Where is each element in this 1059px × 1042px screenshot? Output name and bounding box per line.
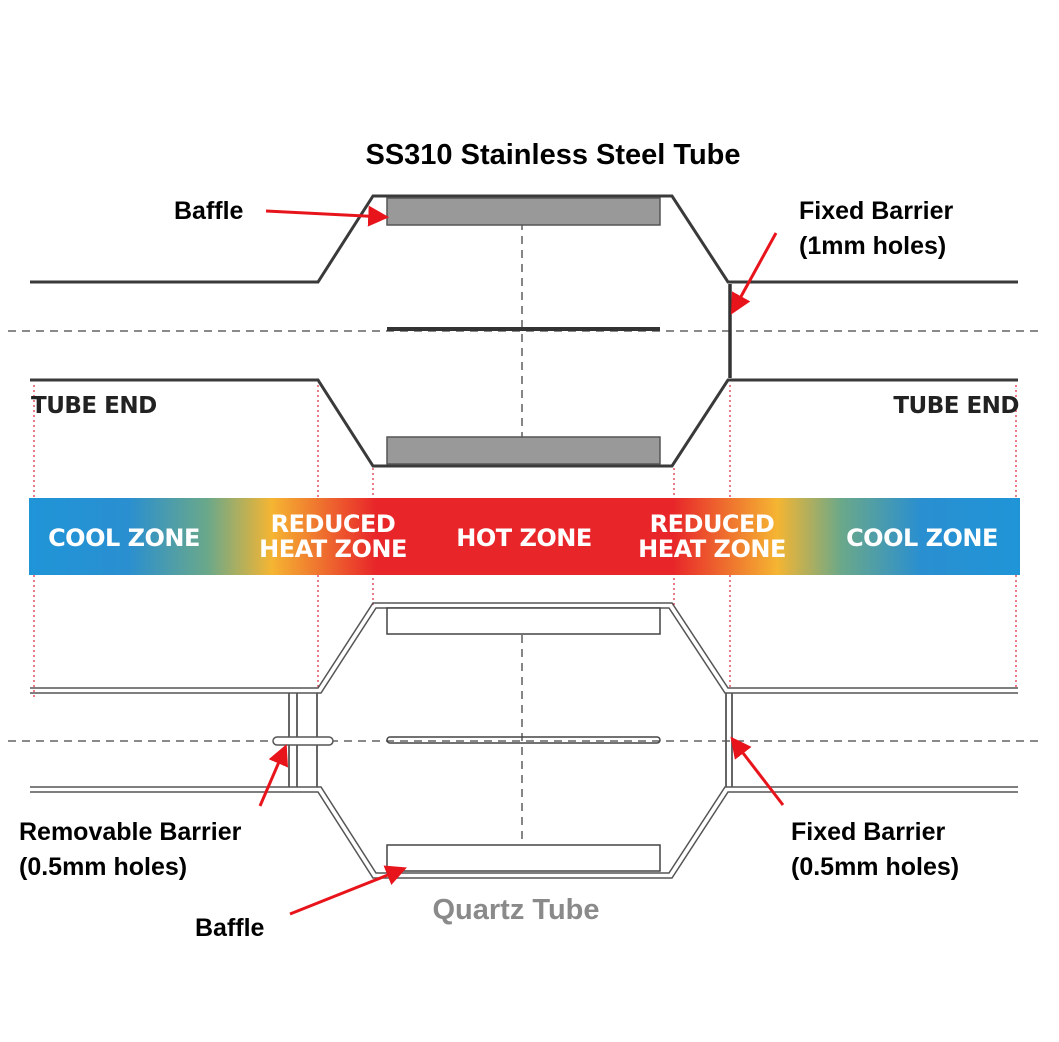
reduced-zone-right-label-line2: HEAT ZONE (638, 535, 786, 563)
arrow-fixed-barrier-1mm (730, 232, 778, 315)
reduced-zone-right-label-line1: REDUCED (650, 510, 775, 538)
ss310-tube-upper-wall (30, 194, 1018, 284)
tube-end-right-label: TUBE END (893, 393, 1019, 419)
removable-barrier-label-line1: Removable Barrier (19, 818, 242, 846)
zone-guide-lines (33, 385, 1017, 700)
reduced-zone-left-label-line2: HEAT ZONE (259, 535, 407, 563)
quartz-tube-lower-wall-inner (30, 786, 1018, 874)
cool-zone-left-label: COOL ZONE (48, 524, 200, 552)
quartz-tube-lower-wall-outer (30, 791, 1018, 879)
arrow-removable-barrier (258, 744, 288, 807)
reduced-zone-left-label-line1: REDUCED (271, 510, 396, 538)
baffle-bottom-lower (386, 844, 661, 872)
diagram-title: SS310 Stainless Steel Tube (365, 139, 740, 171)
quartz-tube (8, 602, 1040, 879)
fixed-barrier-0-5mm-label-line1: Fixed Barrier (791, 818, 946, 846)
baffle-bottom-upper (386, 607, 661, 635)
temperature-zone-bar (29, 498, 1020, 575)
ss310-tube-lower-wall (30, 378, 1018, 468)
cool-zone-right-label: COOL ZONE (846, 524, 998, 552)
removable-barrier-label-line2: (0.5mm holes) (19, 853, 187, 881)
baffle-bottom-label: Baffle (195, 914, 265, 942)
arrow-baffle-top (265, 205, 390, 227)
hot-zone-label: HOT ZONE (456, 524, 592, 552)
arrow-fixed-barrier-0-5mm (730, 736, 785, 806)
fixed-barrier-1mm-label-line1: Fixed Barrier (799, 197, 954, 225)
baffle-top-label: Baffle (174, 197, 244, 225)
fixed-barrier-1mm-label-line2: (1mm holes) (799, 232, 946, 260)
baffle-top-lower (386, 436, 661, 465)
center-rod-bottom (386, 736, 661, 744)
tube-end-left-label: TUBE END (31, 393, 157, 419)
ss310-tube (8, 194, 1040, 468)
removable-barrier-stem (272, 736, 334, 746)
annotation-arrows (258, 205, 785, 916)
fixed-barrier-0-5mm-label-line2: (0.5mm holes) (791, 853, 959, 881)
baffle-top-upper (386, 197, 661, 226)
quartz-tube-upper-wall-outer (30, 602, 1018, 689)
quartz-tube-label: Quartz Tube (432, 894, 599, 926)
arrow-baffle-bottom (289, 865, 407, 916)
